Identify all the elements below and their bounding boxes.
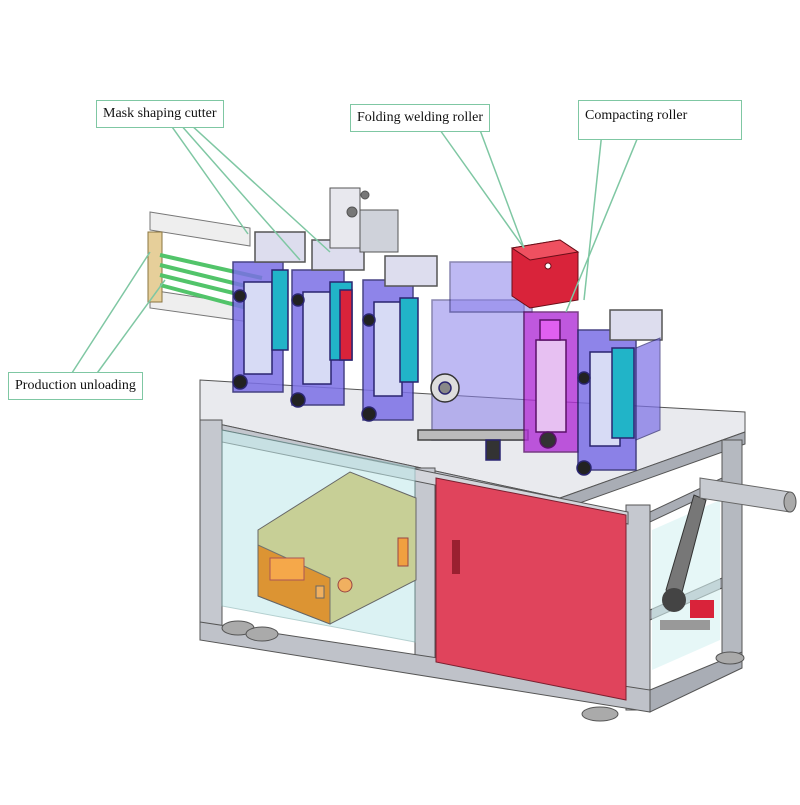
ultrasonic-generator — [257, 471, 417, 625]
frame-post — [721, 439, 743, 656]
cabinet-door — [435, 477, 627, 701]
shaping-cutter-column — [329, 187, 399, 253]
callout-production-unloading: Production unloading — [8, 372, 143, 400]
callout-mask-shaping-cutter: Mask shaping cutter — [96, 100, 224, 128]
frame-post — [414, 467, 436, 669]
station-2 — [290, 239, 365, 408]
frame-post — [625, 504, 651, 711]
side-pipe — [699, 477, 797, 513]
heater-box — [510, 239, 580, 309]
compacting-unit — [523, 311, 579, 453]
frame-post — [199, 419, 223, 641]
machine-feet — [221, 620, 745, 722]
callout-compacting-roller: Compacting roller — [578, 100, 742, 140]
station-3 — [361, 255, 438, 422]
drive-belt — [652, 494, 720, 670]
station-1 — [232, 231, 306, 393]
indicator-light — [397, 537, 409, 567]
callout-folding-welding-roller: Folding welding roller — [350, 104, 490, 132]
folding-welding-unit — [417, 261, 533, 461]
callout-leaders — [69, 123, 641, 377]
